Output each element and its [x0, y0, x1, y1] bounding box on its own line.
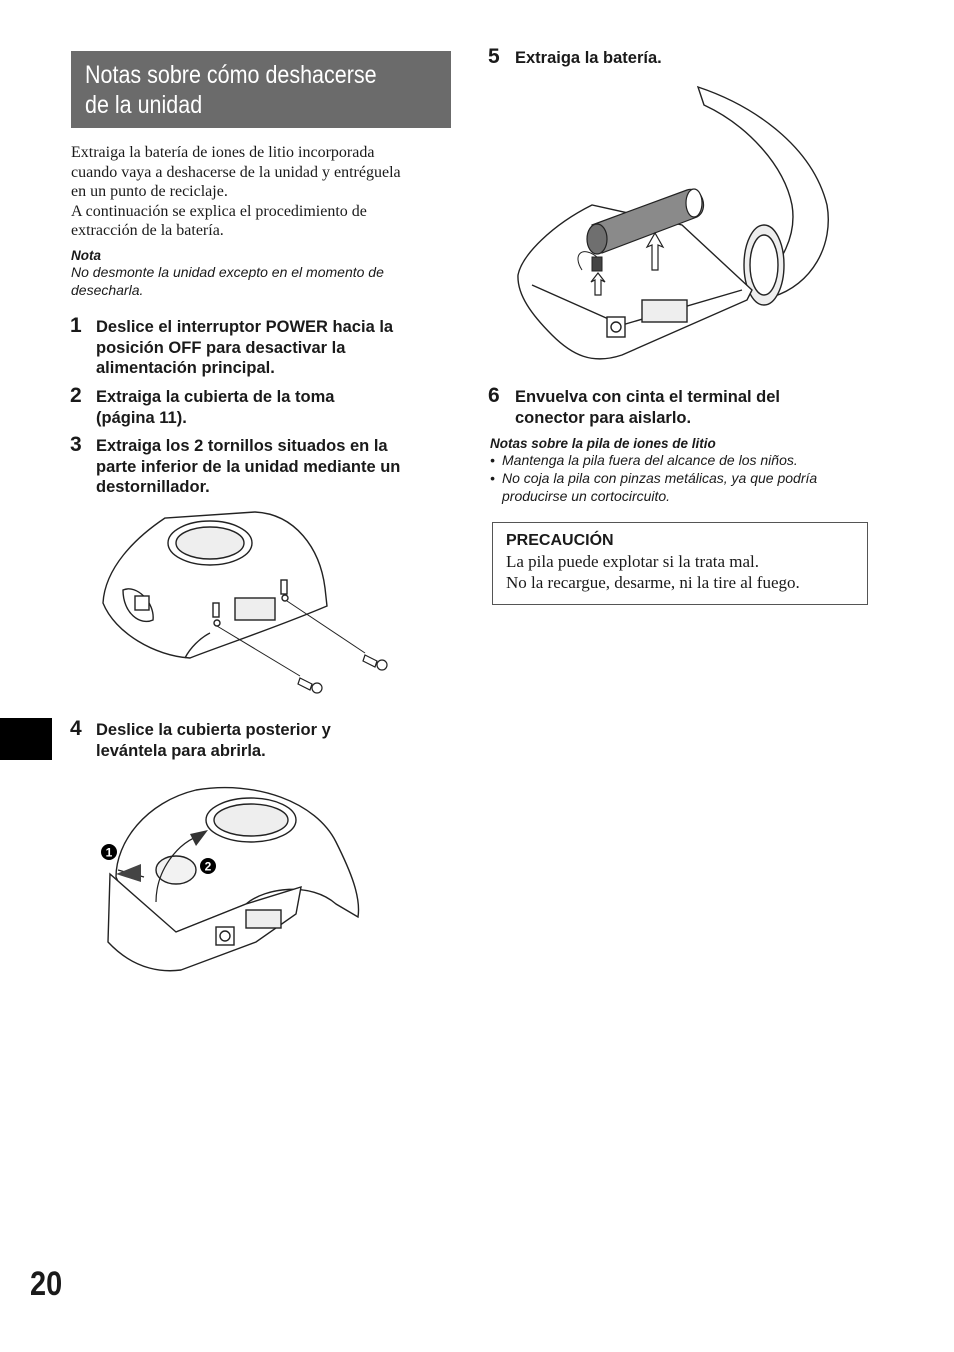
step-line: parte inferior de la unidad mediante un	[96, 457, 401, 476]
step-6: 6 Envuelva con cinta el terminal del con…	[488, 385, 888, 429]
caution-box: PRECAUCIÓN La pila puede explotar si la …	[492, 522, 868, 605]
battery-cylinder	[586, 188, 705, 255]
intro-line: en un punto de reciclaje.	[71, 183, 228, 200]
step-line: Deslice la cubierta posterior y	[96, 721, 331, 739]
step-line: Extraiga la batería.	[515, 49, 662, 67]
intro-paragraph: Extraiga la batería de iones de litio in…	[71, 143, 461, 241]
step-5: 5 Extraiga la batería.	[488, 46, 888, 70]
intro-line: Extraiga la batería de iones de litio in…	[71, 144, 375, 161]
callout-1-label: 1	[106, 846, 113, 860]
note-line: desecharla.	[71, 282, 144, 298]
callout-1-marker	[101, 844, 117, 860]
step-line: Envuelva con cinta el terminal del	[515, 388, 781, 406]
step-number: 2	[70, 384, 82, 407]
step-number: 5	[488, 45, 500, 68]
caution-line: La pila puede explotar si la trata mal.	[506, 552, 760, 571]
step-line: Deslice el interruptor POWER hacia la	[96, 318, 394, 336]
callout-1: 1	[101, 844, 117, 860]
battery-note-item: • No coja la pila con pinzas metálicas, …	[490, 469, 890, 505]
step-number: 3	[70, 433, 82, 456]
battery-notes: Notas sobre la pila de iones de litio • …	[490, 436, 890, 505]
intro-line: A continuación se explica el procedimien…	[71, 202, 367, 220]
step-number: 1	[70, 314, 82, 337]
heading-line-1: Notas sobre cómo deshacerse	[85, 61, 377, 89]
battery-note-line: No coja la pila con pinzas metálicas, ya…	[502, 470, 818, 486]
caution-line: No la recargue, desarme, ni la tire al f…	[506, 573, 800, 592]
battery-note-item: • Mantenga la pila fuera del alcance de …	[490, 451, 890, 469]
step-3: 3 Extraiga los 2 tornillos situados en l…	[70, 434, 460, 498]
callout-2: 2	[200, 858, 216, 874]
page-number: 20	[30, 1265, 63, 1303]
battery-note-line: producirse un cortocircuito.	[502, 488, 671, 504]
note-label: Nota	[71, 248, 101, 263]
section-heading: Notas sobre cómo deshacerse de la unidad	[71, 51, 451, 128]
step-line: alimentación principal.	[96, 359, 275, 377]
step-line: levántela para abrirla.	[96, 741, 266, 760]
battery-notes-title: Notas sobre la pila de iones de litio	[490, 436, 716, 451]
callout-2-label: 2	[205, 860, 212, 874]
battery-note-line: Mantenga la pila fuera del alcance de lo…	[502, 452, 798, 468]
bullet-marker: •	[490, 452, 495, 468]
note-line: No desmonte la unidad excepto en el mome…	[71, 264, 384, 280]
screw-removal-illustration	[102, 511, 388, 694]
heading-line-2: de la unidad	[85, 91, 203, 119]
battery-removal-illustration	[517, 85, 829, 360]
open-cover-illustration: 1 2	[101, 786, 360, 972]
note-block: Nota No desmonte la unidad excepto en el…	[71, 248, 461, 299]
step-number: 4	[70, 717, 82, 740]
step-2: 2 Extraiga la cubierta de la toma (págin…	[70, 385, 460, 429]
section-tab-marker	[0, 718, 52, 760]
step-line: Extraiga los 2 tornillos situados en la	[96, 437, 388, 455]
step-line: conector para aislarlo.	[515, 408, 692, 427]
intro-line: extracción de la batería.	[71, 222, 224, 239]
step-line: destornillador.	[96, 478, 210, 496]
step-line: posición OFF para desactivar la	[96, 338, 346, 357]
step-4: 4 Deslice la cubierta posterior y levánt…	[70, 718, 460, 762]
step-number: 6	[488, 384, 500, 407]
caution-title: PRECAUCIÓN	[506, 532, 614, 549]
intro-line: cuando vaya a deshacerse de la unidad y …	[71, 163, 401, 181]
callout-2-marker	[200, 858, 216, 874]
bullet-marker: •	[490, 470, 495, 486]
step-1: 1 Deslice el interruptor POWER hacia la …	[70, 315, 460, 379]
step-line: (página 11).	[96, 408, 187, 427]
step-line: Extraiga la cubierta de la toma	[96, 388, 335, 406]
